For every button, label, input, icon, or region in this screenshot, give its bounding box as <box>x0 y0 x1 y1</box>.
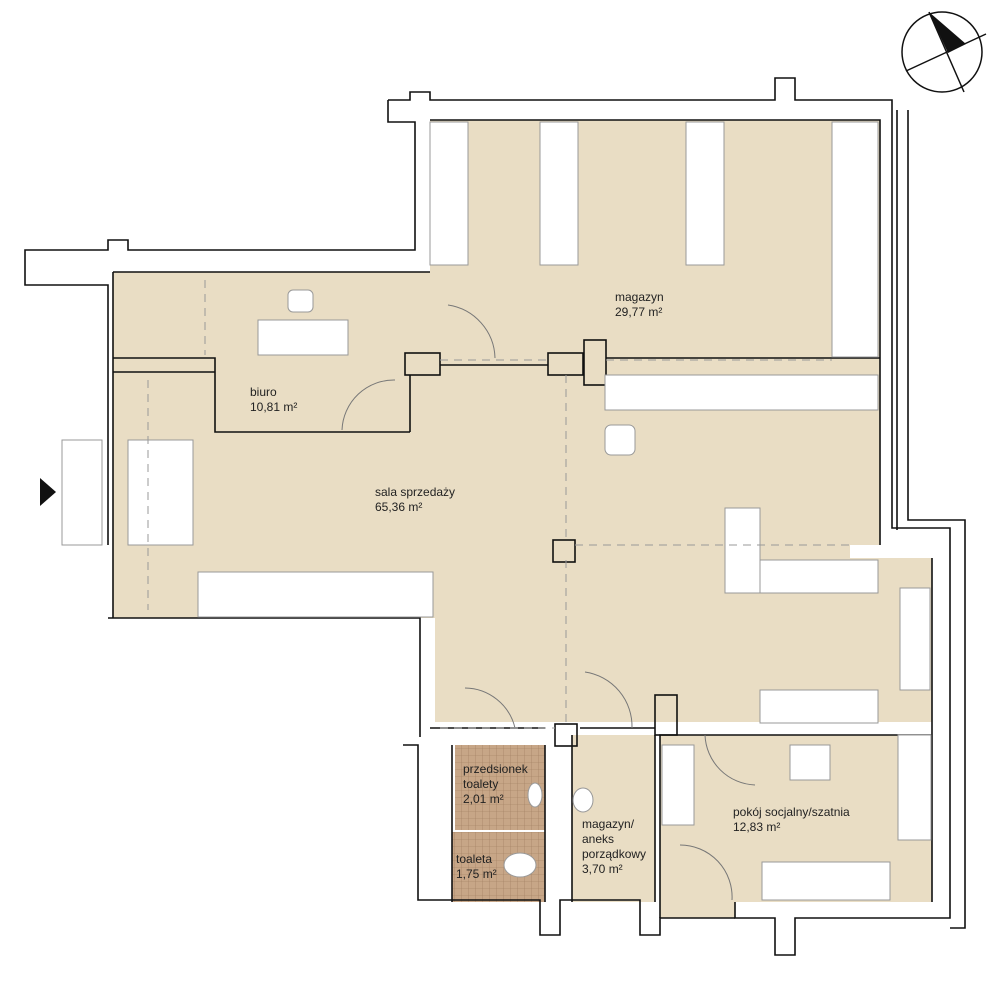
desk <box>257 319 349 356</box>
sink <box>572 787 594 813</box>
storage-rack <box>831 121 879 358</box>
chair <box>287 289 314 313</box>
kitchen-unit <box>761 861 891 901</box>
shelf <box>197 571 434 618</box>
storage-rack <box>685 121 725 266</box>
compass-north-icon <box>901 11 987 93</box>
entrance-door <box>61 439 103 546</box>
floor-aneks <box>572 735 655 902</box>
shelf <box>899 587 931 691</box>
floor-areas <box>113 120 932 918</box>
door-swings <box>341 304 756 901</box>
toilet <box>503 852 537 878</box>
storage-rack <box>539 121 579 266</box>
counter <box>604 374 879 411</box>
storage-rack <box>429 121 469 266</box>
floor-magazyn <box>430 120 880 360</box>
floor-sala <box>113 358 932 722</box>
shelf <box>661 744 695 826</box>
table <box>789 744 831 781</box>
counter <box>724 507 761 594</box>
counter <box>759 559 879 594</box>
walls <box>24 77 966 956</box>
chair <box>604 424 636 456</box>
locker <box>897 734 932 841</box>
entrance-arrow-icon <box>40 478 56 506</box>
furniture <box>61 121 932 901</box>
display-table <box>127 439 194 546</box>
shelf <box>759 689 879 724</box>
sink <box>527 782 543 808</box>
